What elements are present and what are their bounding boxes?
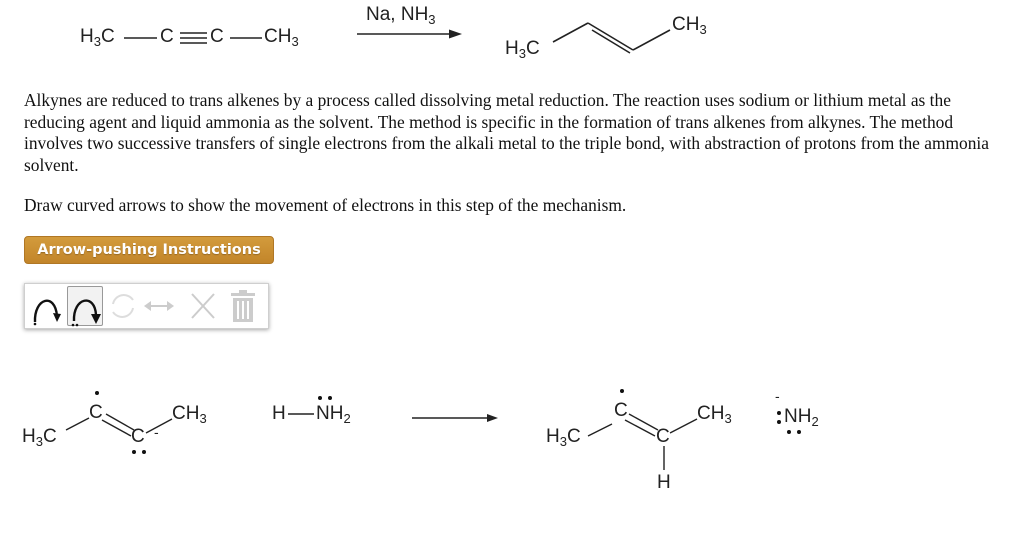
mech-product-left-methyl: H3C [546, 426, 581, 449]
mech-reactant-right-methyl: CH3 [172, 403, 207, 426]
curved-arrow-icon [71, 299, 101, 327]
undo-redo-tool[interactable] [105, 286, 141, 326]
alkene-right-methyl: CH3 [672, 14, 707, 37]
trash-icon [231, 290, 255, 322]
arrow-pushing-instructions-button[interactable]: Arrow-pushing Instructions [24, 236, 274, 264]
x-delete-icon [191, 293, 215, 319]
double-headed-arrow-icon [144, 301, 174, 311]
mech-product-radical-carbon: C [614, 400, 628, 421]
resonance-arrow-tool[interactable] [141, 286, 177, 326]
ammonia-nitrogen: NH2 [316, 403, 351, 426]
ammonia-hydrogen: H [272, 403, 286, 424]
mech-reactant-anion-carbon: C [131, 426, 145, 447]
fishhook-arrow-icon [33, 299, 61, 326]
mech-reactant-radical-carbon: C [89, 402, 103, 423]
electron-pair-arrow-tool[interactable] [67, 286, 103, 327]
mech-reactant-left-methyl: H3C [22, 426, 57, 449]
mech-reactant-charge: - [154, 424, 159, 440]
question-prompt: Draw curved arrows to show the movement … [24, 195, 627, 215]
clear-all-tool[interactable] [225, 286, 261, 326]
cycle-icon [112, 294, 134, 318]
amide-charge: - [775, 388, 780, 404]
mech-product-right-methyl: CH3 [697, 403, 732, 426]
reagents-label: Na, NH3 [366, 4, 436, 27]
alkyne-carbon-2: C [210, 26, 224, 47]
alkyne-carbon-1: C [160, 26, 174, 47]
alkene-left-methyl: H3C [505, 38, 540, 61]
alkyne-left-methyl: H3C [80, 26, 115, 49]
delete-tool[interactable] [185, 286, 221, 326]
single-electron-arrow-tool[interactable] [29, 286, 65, 326]
description-text: Alkynes are reduced to trans alkenes by … [24, 90, 989, 175]
arrow-toolbar [24, 283, 269, 329]
alkyne-right-methyl: CH3 [264, 26, 299, 49]
mech-product-ch-carbon: C [656, 426, 670, 447]
mech-product-hydrogen: H [657, 472, 671, 493]
amide-anion: NH2 [784, 406, 819, 429]
